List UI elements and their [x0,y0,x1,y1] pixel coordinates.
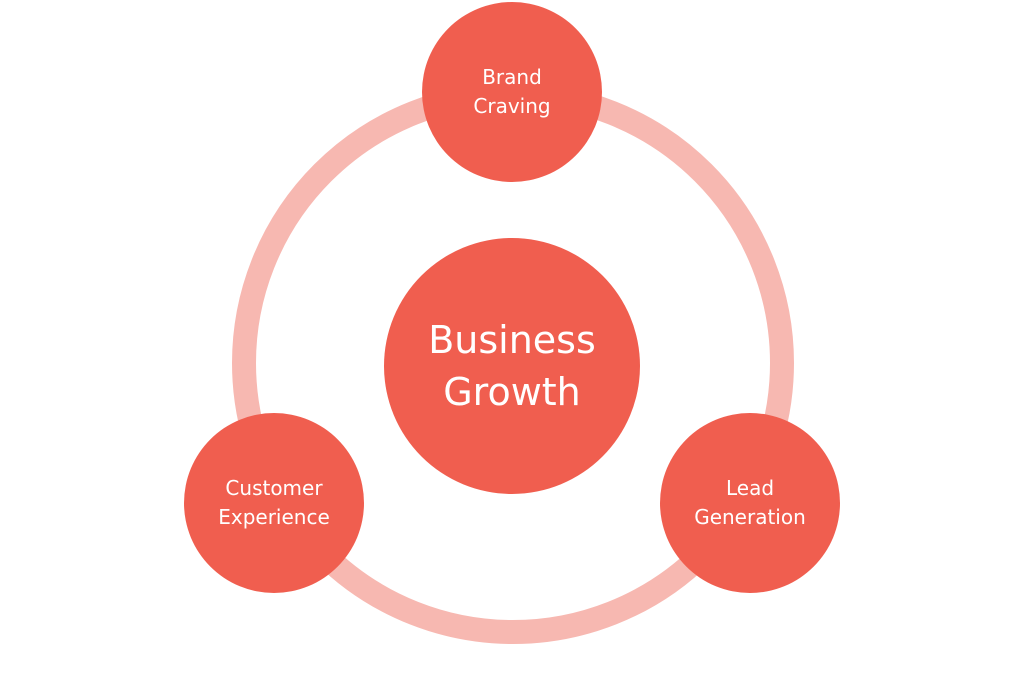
node-label-line1: Customer [225,476,323,500]
node-label-line1: Brand [482,65,542,89]
node-label-line2: Experience [218,505,330,529]
center-label-line2: Growth [443,370,581,414]
node-label-line2: Craving [473,94,551,118]
business-growth-node: Business Growth [384,238,640,494]
node-label-line2: Generation [694,505,806,529]
customer-experience-node: Customer Experience [184,413,364,593]
brand-craving-node: Brand Craving [422,2,602,182]
center-label-line1: Business [428,318,596,362]
node-label-line1: Lead [725,476,775,500]
lead-generation-node: Lead Generation [660,413,840,593]
